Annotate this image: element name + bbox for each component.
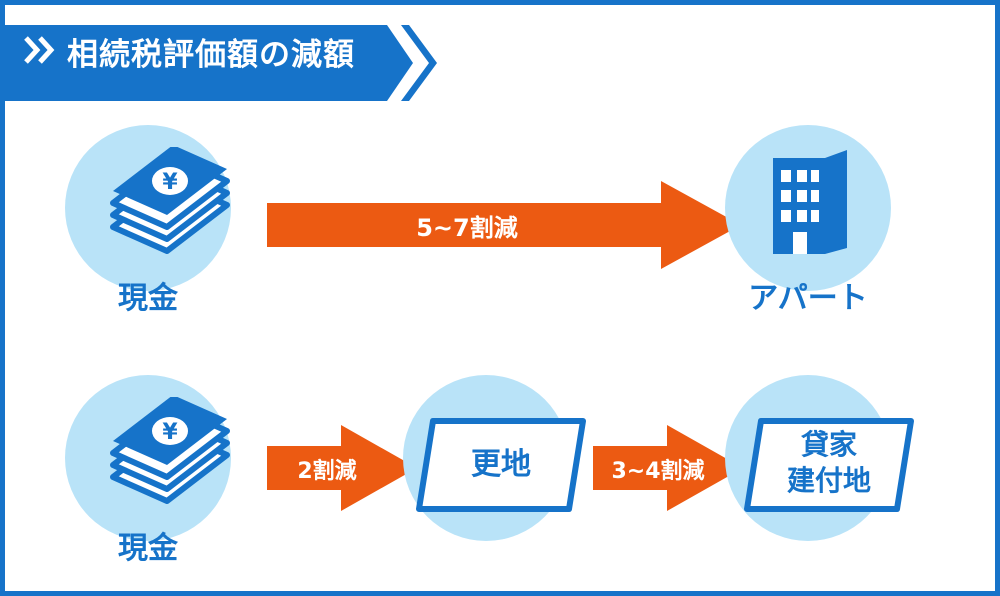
vacant-land-label: 更地 bbox=[471, 447, 531, 482]
page-title: 相続税評価額の減額 bbox=[67, 37, 355, 73]
arrow-short-1 bbox=[267, 425, 417, 511]
cash-label-bottom: 現金 bbox=[118, 531, 178, 566]
rental-land-label-line1: 貸家 bbox=[800, 428, 857, 461]
arrow-short-2-label: 3~4割減 bbox=[611, 459, 705, 484]
rental-land-label-line2: 建付地 bbox=[786, 464, 871, 497]
apartment-label: アパート bbox=[748, 281, 868, 316]
arrow-short-1-label: 2割減 bbox=[297, 459, 357, 484]
svg-text:¥: ¥ bbox=[162, 170, 178, 195]
vacant-land-card bbox=[416, 418, 586, 512]
cash-stack-icon: ¥ bbox=[110, 147, 230, 254]
arrow-short-2 bbox=[593, 425, 743, 511]
cash-stack-icon: ¥ bbox=[110, 397, 230, 504]
apartment-building-icon bbox=[773, 150, 847, 254]
cash-label-top: 現金 bbox=[118, 281, 178, 316]
arrow-long bbox=[267, 181, 741, 269]
svg-text:¥: ¥ bbox=[162, 420, 178, 445]
title-banner bbox=[5, 25, 437, 101]
rental-land-card bbox=[744, 418, 914, 512]
double-chevron-icon bbox=[24, 36, 55, 64]
arrow-long-label: 5~7割減 bbox=[416, 214, 518, 242]
